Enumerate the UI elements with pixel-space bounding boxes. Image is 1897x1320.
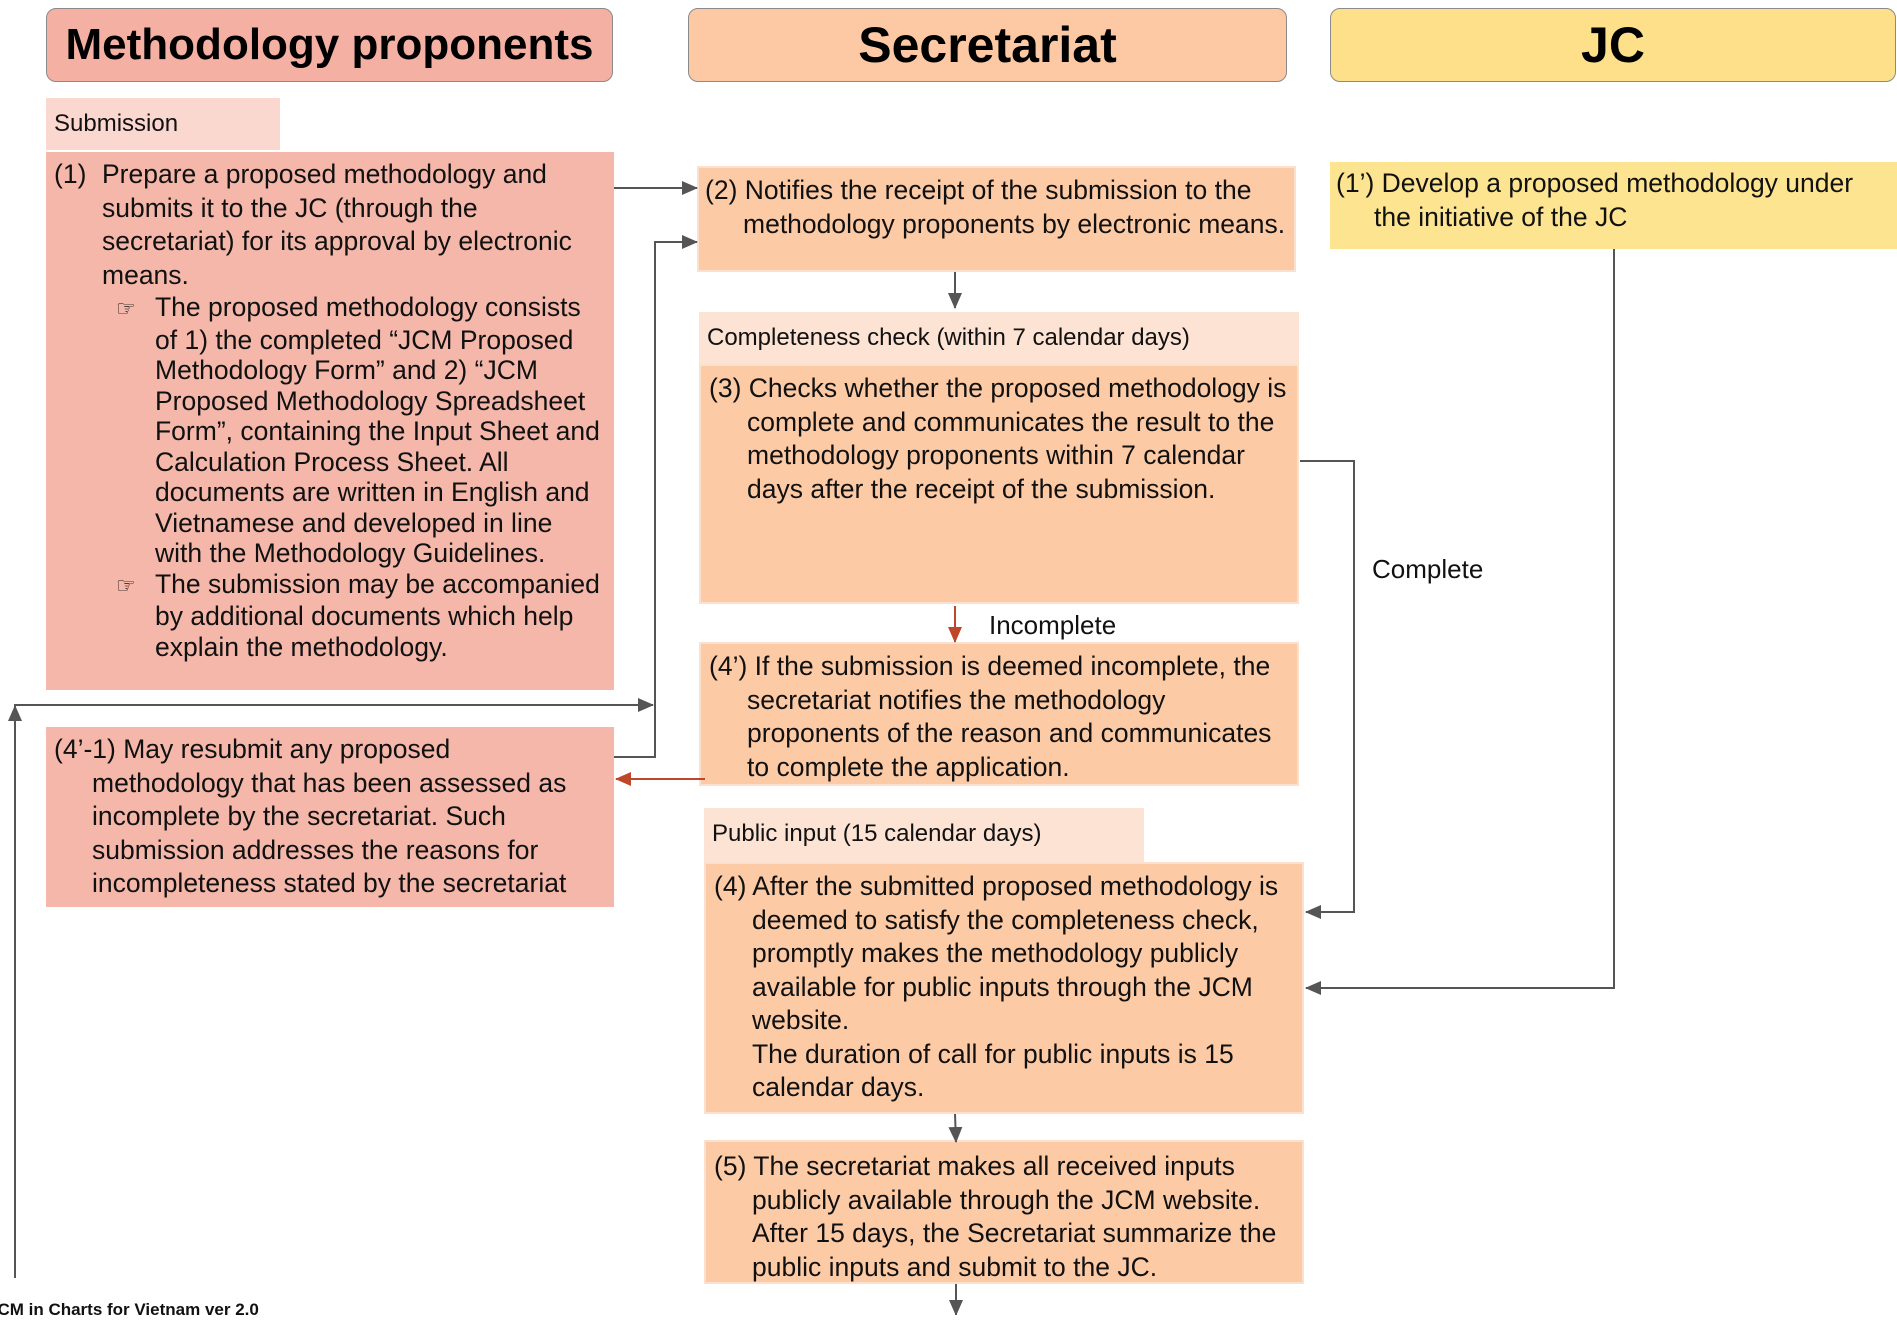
step-1-bullet-1-text: The proposed methodology consists of 1) …: [155, 292, 600, 568]
arrow-3-complete-to-4: [1300, 460, 1355, 919]
step-1-prime-text: (1’) Develop a proposed methodology unde…: [1336, 168, 1854, 232]
step-1-prime-box: (1’) Develop a proposed methodology unde…: [1330, 162, 1897, 249]
header-secretariat: Secretariat: [688, 8, 1287, 82]
step-5-text: (5) The secretariat makes all received i…: [714, 1151, 1277, 1282]
step-1-bullet-2: ☞ The submission may be accompanied by ad…: [54, 569, 606, 663]
step-1-body: Prepare a proposed methodology and submi…: [102, 159, 572, 290]
step-1-num: (1): [54, 159, 87, 189]
pointing-hand-icon: ☞: [116, 296, 136, 321]
arrow-return-left: [14, 698, 654, 1278]
header-jc: JC: [1330, 8, 1896, 82]
arrow-1-prime-to-4: [1305, 249, 1615, 995]
step-3-box: (3) Checks whether the proposed methodol…: [699, 364, 1299, 604]
label-completeness-check: Completeness check (within 7 calendar da…: [699, 312, 1299, 364]
step-5-box: (5) The secretariat makes all received i…: [704, 1140, 1304, 1284]
step-2-text: (2) Notifies the receipt of the submissi…: [705, 175, 1286, 239]
label-submission: Submission: [46, 98, 280, 150]
step-4-box: (4) After the submitted proposed methodo…: [704, 862, 1304, 1114]
footer-text: JCM in Charts for Vietnam ver 2.0: [0, 1300, 259, 1319]
pointing-hand-icon: ☞: [116, 572, 136, 598]
step-4-text-b: The duration of call for public inputs i…: [752, 1038, 1234, 1103]
arrow-4-to-5: [948, 1113, 963, 1143]
step-1-box: (1) Prepare a proposed methodology and su…: [46, 152, 614, 690]
step-1-text: (1) Prepare a proposed methodology and su…: [54, 158, 606, 292]
label-complete: Complete: [1372, 554, 1484, 584]
step-2-box: (2) Notifies the receipt of the submissi…: [697, 166, 1296, 272]
step-4-text-a: (4) After the submitted proposed methodo…: [714, 871, 1279, 1035]
step-4-prime-1-text: (4’-1) May resubmit any proposed methodo…: [54, 734, 567, 898]
step-4-prime-box: (4’) If the submission is deemed incompl…: [699, 642, 1299, 786]
arrow-resubmit-to-2: [614, 235, 698, 758]
step-1-bullet-1: ☞ The proposed methodology consists of 1)…: [54, 292, 606, 569]
step-3-text: (3) Checks whether the proposed methodol…: [709, 373, 1287, 504]
label-incomplete: Incomplete: [989, 610, 1117, 640]
label-public-input: Public input (15 calendar days): [704, 808, 1144, 862]
step-1-bullet-2-text: The submission may be accompanied by add…: [155, 568, 600, 662]
step-4-prime-text: (4’) If the submission is deemed incompl…: [709, 651, 1272, 782]
step-4-prime-1-box: (4’-1) May resubmit any proposed methodo…: [46, 727, 614, 907]
header-methodology-proponents: Methodology proponents: [46, 8, 613, 82]
